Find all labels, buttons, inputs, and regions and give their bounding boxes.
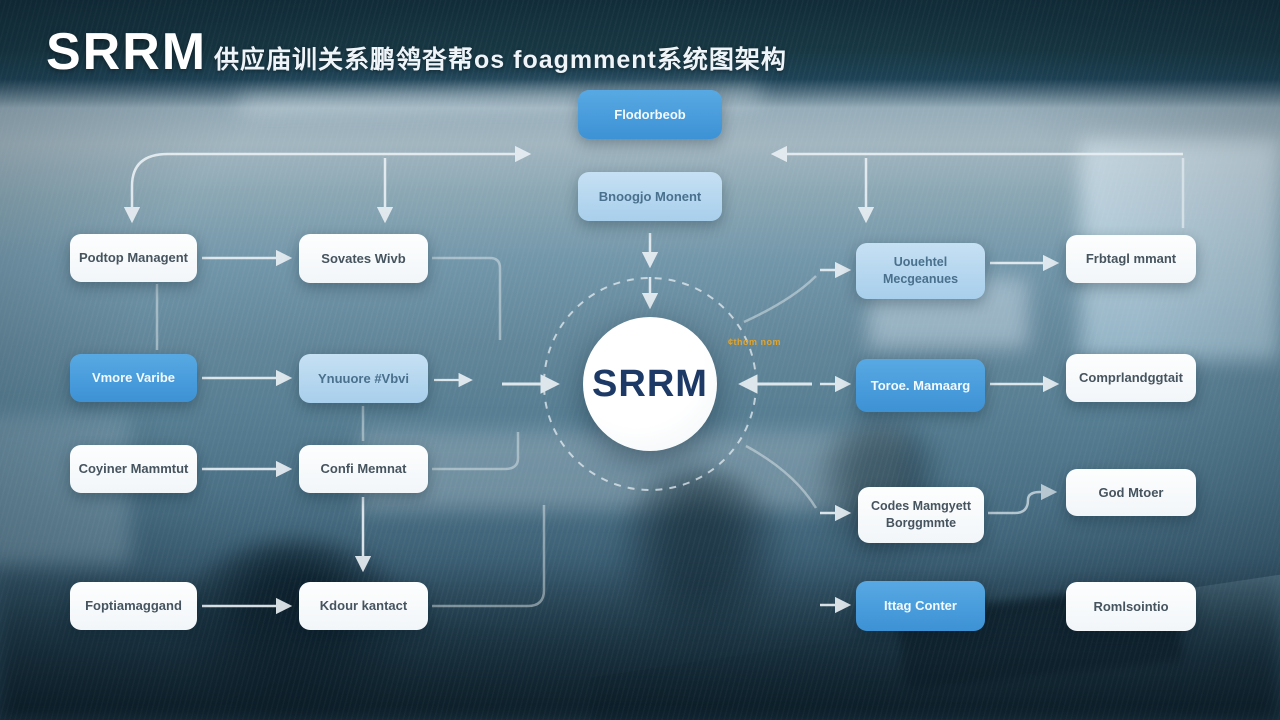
- node-edge-4: Romlsointio: [1066, 582, 1196, 631]
- node-label: Codes Mamgyett: [870, 499, 972, 514]
- node-label: Ittag Conter: [884, 598, 957, 614]
- node-right-4: Ittag Conter: [856, 581, 985, 631]
- node-label: Confi Memnat: [320, 461, 407, 477]
- node-label: Bnoogjo Monent: [598, 188, 702, 204]
- center-label: SRRM: [592, 362, 708, 405]
- node-mid-1: Sovates Wivb: [299, 234, 428, 283]
- node-label: Sovates Wivb: [321, 250, 406, 266]
- node-left-4: Foptiamaggand: [70, 582, 197, 630]
- node-mid-4: Kdour kantact: [299, 582, 428, 630]
- node-label: Flodorbeob: [614, 106, 686, 122]
- node-left-1: Podtop Managent: [70, 234, 197, 282]
- node-left-2: Vmore Varibe: [70, 354, 197, 402]
- node-left-3: Coyiner Mammtut: [70, 445, 197, 493]
- node-edge-3: God Mtoer: [1066, 469, 1196, 516]
- node-label: Toroe. Mamaarg: [870, 377, 971, 393]
- node-label: God Mtoer: [1098, 484, 1164, 500]
- node-label: Kdour kantact: [319, 598, 408, 614]
- node-label: Ynuuore #Vbvi: [317, 370, 410, 386]
- node-label: Frbtagl mmant: [1085, 251, 1177, 267]
- node-label: Romlsointio: [1093, 598, 1169, 614]
- node-label-line2: Borggmmte: [885, 516, 957, 530]
- node-label: Podtop Managent: [78, 250, 189, 266]
- node-right-1: Uouehtel Mecgeanues: [856, 243, 985, 299]
- diagram-title: 供应庙训关系鹏鸰沓帮os foagmment系统图架构: [214, 46, 787, 74]
- center-node-srrm: SRRM: [583, 317, 717, 451]
- node-edge-2: Comprlandggtait: [1066, 354, 1196, 402]
- node-label: Comprlandggtait: [1079, 370, 1183, 386]
- node-edge-1: Frbtagl mmant: [1066, 235, 1196, 283]
- node-top-2: Bnoogjo Monent: [578, 172, 722, 221]
- node-label: Vmore Varibe: [91, 370, 176, 386]
- logo-srrm: SRRM: [46, 23, 208, 81]
- node-label: Uouehtel: [893, 255, 948, 270]
- node-mid-2: Ynuuore #Vbvi: [299, 354, 428, 403]
- node-right-2: Toroe. Mamaarg: [856, 359, 985, 412]
- node-top-1: Flodorbeob: [578, 90, 722, 139]
- node-mid-3: Confi Memnat: [299, 445, 428, 493]
- node-label: Foptiamaggand: [85, 598, 182, 614]
- node-label: Coyiner Mammtut: [78, 461, 189, 477]
- node-label-line2: Mecgeanues: [882, 272, 959, 286]
- node-right-3: Codes Mamgyett Borggmmte: [858, 487, 984, 543]
- annotation-text: ¢thom nom: [728, 337, 781, 347]
